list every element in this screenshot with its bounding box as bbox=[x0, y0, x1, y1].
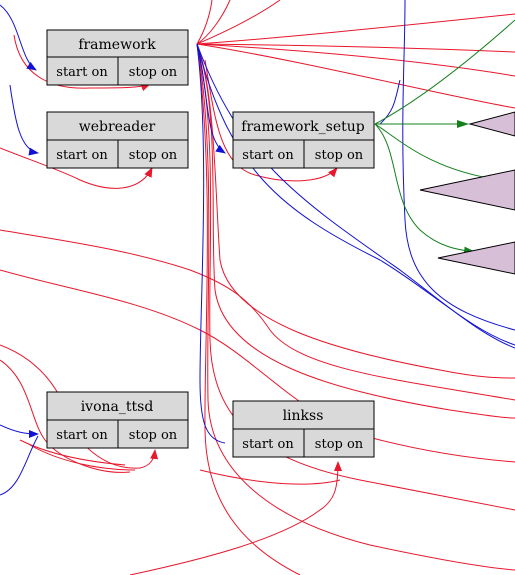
node-framework[interactable]: framework start on stop on bbox=[46, 29, 189, 86]
node-framework-setup[interactable]: framework_setup start on stop on bbox=[232, 111, 375, 169]
node-linkss[interactable]: linkss start on stop on bbox=[232, 400, 375, 458]
node-title: webreader bbox=[79, 119, 156, 135]
node-title: linkss bbox=[283, 408, 324, 424]
target-triangles bbox=[419, 111, 515, 275]
start-port[interactable]: start on bbox=[242, 148, 294, 163]
blue-edges bbox=[0, 0, 515, 496]
start-port[interactable]: start on bbox=[56, 65, 108, 80]
start-port[interactable]: start on bbox=[56, 428, 108, 443]
green-edges bbox=[374, 19, 515, 255]
node-title: framework bbox=[78, 37, 156, 53]
node-webreader[interactable]: webreader start on stop on bbox=[46, 111, 189, 169]
node-title: ivona_ttsd bbox=[81, 399, 154, 415]
stop-port[interactable]: stop on bbox=[129, 65, 178, 80]
stop-port[interactable]: stop on bbox=[129, 148, 178, 163]
stop-port[interactable]: stop on bbox=[315, 437, 364, 452]
stop-port[interactable]: stop on bbox=[129, 428, 178, 443]
stop-port[interactable]: stop on bbox=[315, 148, 364, 163]
start-port[interactable]: start on bbox=[56, 148, 108, 163]
triangle-shape bbox=[419, 169, 515, 211]
start-port[interactable]: start on bbox=[242, 437, 294, 452]
triangle-shape bbox=[437, 241, 515, 275]
node-title: framework_setup bbox=[241, 119, 364, 135]
triangle-shape bbox=[468, 111, 515, 137]
node-ivona-ttsd[interactable]: ivona_ttsd start on stop on bbox=[46, 391, 189, 449]
